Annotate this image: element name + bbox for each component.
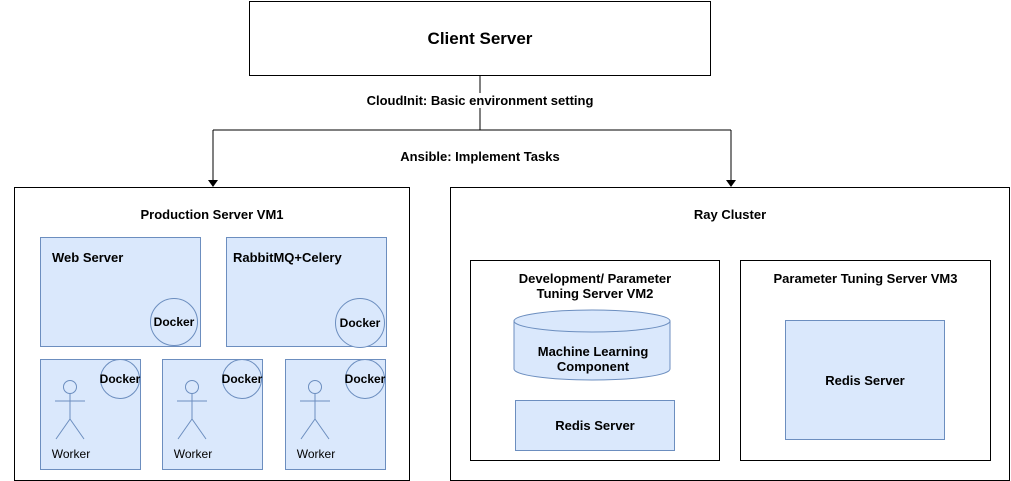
redis-server-vm2: Redis Server (515, 400, 675, 451)
rabbitmq-docker-icon: Docker (335, 298, 385, 348)
rabbitmq-celery-box: RabbitMQ+Celery (226, 237, 387, 347)
worker-docker-icon: Docker (222, 359, 262, 399)
worker-label: Worker (173, 447, 213, 461)
redis-server-label: Redis Server (555, 418, 635, 433)
worker-person-icon (300, 380, 330, 440)
ansible-label: Ansible: Implement Tasks (330, 149, 630, 164)
production-server-title: Production Server VM1 (140, 207, 284, 222)
redis-server-vm3: Redis Server (785, 320, 945, 440)
machine-learning-database-icon (513, 309, 671, 381)
worker-label: Worker (51, 447, 91, 461)
development-server-title: Development/ Parameter Tuning Server VM2 (518, 271, 672, 301)
worker-person-icon (177, 380, 207, 440)
arrow-to-production (208, 180, 218, 187)
rabbitmq-celery-label: RabbitMQ+Celery (233, 250, 342, 265)
cloudinit-label: CloudInit: Basic environment setting (330, 93, 630, 108)
docker-label: Docker (339, 316, 381, 330)
redis-server-label: Redis Server (825, 372, 905, 388)
worker-docker-icon: Docker (100, 359, 140, 399)
ray-cluster-title: Ray Cluster (693, 207, 767, 222)
docker-label: Docker (344, 372, 386, 386)
docker-label: Docker (99, 372, 141, 386)
worker-person-icon (55, 380, 85, 440)
docker-label: Docker (221, 372, 263, 386)
client-server-title: Client Server (427, 28, 533, 48)
parameter-tuning-server-title: Parameter Tuning Server VM3 (773, 271, 958, 286)
web-server-docker-icon: Docker (150, 298, 198, 346)
machine-learning-component-label: Machine Learning Component (537, 344, 649, 374)
docker-label: Docker (153, 315, 195, 329)
worker-docker-icon: Docker (345, 359, 385, 399)
arrow-to-ray-cluster (726, 180, 736, 187)
web-server-label: Web Server (52, 250, 124, 265)
client-server-box: Client Server (249, 1, 711, 76)
worker-label: Worker (296, 447, 336, 461)
